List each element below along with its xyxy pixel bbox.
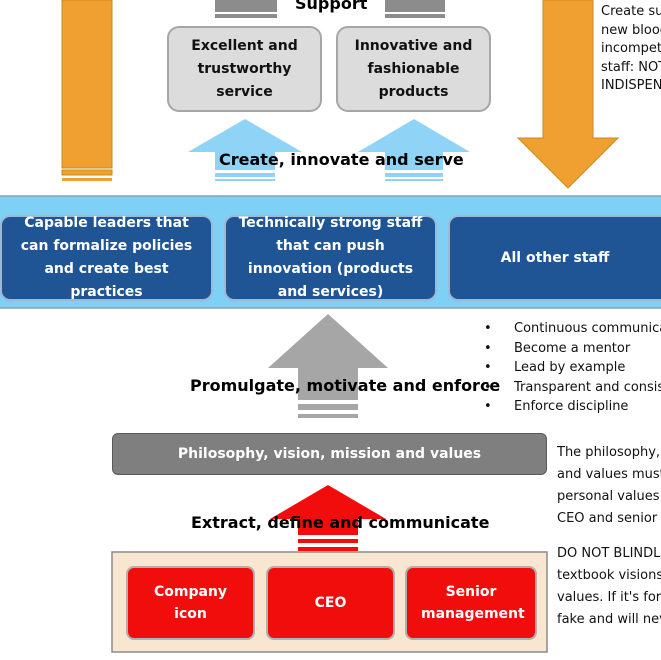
- philosophy-note-line: and values must: [557, 467, 661, 482]
- box-ceo-text: CEO: [314, 595, 347, 611]
- light-blue-up-arrow-left-stripe-2: [215, 179, 275, 181]
- bullet-item: Lead by example: [484, 358, 661, 378]
- bullet-item: Transparent and consis: [484, 378, 661, 398]
- top-side-note-line: incompete: [601, 41, 661, 56]
- box-other-staff-text: All other staff: [500, 249, 610, 266]
- red-up-arrow-stripe-2: [298, 547, 358, 551]
- bullet-item: Enforce discipline: [484, 397, 661, 417]
- middle-bullet-list: Continuous communica Become a mentor Lea…: [484, 319, 661, 417]
- create-innovate-serve-label: Create, innovate and serve: [219, 150, 464, 169]
- philosophy-note-line: personal values o: [557, 489, 661, 504]
- top-side-note-line: staff: NOT: [601, 59, 661, 75]
- box-technical-staff: Technically strong staff that can push i…: [224, 215, 437, 301]
- box-company-icon-text: Company icon: [153, 584, 228, 622]
- grey-up-arrow-stripe: [298, 404, 358, 410]
- bottom-note-line: fake and will nev: [557, 612, 661, 627]
- box-innovative-products: Innovative and fashionable products: [336, 26, 491, 112]
- box-company-icon: Company icon: [126, 566, 255, 640]
- box-senior-management: Senior management: [405, 566, 537, 640]
- red-up-arrow: [270, 485, 386, 535]
- box-technical-staff-text: Technically strong staff that can push i…: [238, 215, 423, 300]
- light-blue-up-arrow-left: [188, 119, 302, 170]
- bottom-note-line: DO NOT BLINDL: [557, 546, 661, 561]
- philosophy-note-line: CEO and senior r: [557, 511, 661, 526]
- red-up-arrow-stripe: [298, 539, 358, 543]
- box-capable-leaders-text: Capable leaders that can formalize polic…: [20, 215, 193, 300]
- extract-define-label: Extract, define and communicate: [191, 513, 490, 532]
- grey-up-arrow: [268, 314, 388, 400]
- support-stripe-left-2: [215, 14, 277, 18]
- right-orange-down-arrow: [516, 0, 620, 189]
- bullet-item: Become a mentor: [484, 339, 661, 359]
- support-stripe-right-2: [385, 14, 445, 18]
- light-blue-up-arrow-right-stripe: [385, 173, 443, 177]
- top-side-note-line: Create su: [601, 4, 661, 19]
- box-innovative-products-text: Innovative and fashionable products: [354, 37, 473, 100]
- box-ceo: CEO: [266, 566, 395, 640]
- box-senior-management-text: Senior management: [421, 584, 525, 622]
- support-stripe-left: [215, 0, 277, 12]
- grey-up-arrow-stripe-2: [298, 414, 358, 418]
- box-capable-leaders: Capable leaders that can formalize polic…: [0, 215, 213, 301]
- left-orange-arrow-stripe-2: [62, 178, 112, 181]
- left-orange-arrow: [61, 0, 113, 169]
- bullet-item: Continuous communica: [484, 319, 661, 339]
- bottom-note-line: textbook visions: [557, 568, 661, 583]
- light-blue-up-arrow-right: [358, 119, 470, 170]
- support-stripe-right: [385, 0, 445, 12]
- light-blue-up-arrow-right-stripe-2: [385, 179, 443, 181]
- top-side-note: Create su new blood incompete staff: NOT…: [601, 3, 661, 96]
- left-orange-arrow-stripe: [61, 169, 113, 176]
- top-side-note-line: new blood: [601, 22, 661, 38]
- philosophy-bar-text: Philosophy, vision, mission and values: [177, 446, 482, 462]
- light-blue-up-arrow-left-stripe: [215, 173, 275, 177]
- bottom-note-line: values. If it's fore: [557, 590, 661, 605]
- support-label: Support: [295, 0, 368, 13]
- philosophy-note: The philosophy, and values must personal…: [557, 442, 661, 530]
- philosophy-bar: Philosophy, vision, mission and values: [112, 433, 547, 475]
- philosophy-note-line: The philosophy,: [557, 445, 661, 460]
- box-excellent-service: Excellent and trustworthy service: [167, 26, 322, 112]
- bottom-note: DO NOT BLINDL textbook visions values. I…: [557, 543, 661, 631]
- box-excellent-service-text: Excellent and trustworthy service: [191, 37, 298, 100]
- top-side-note-line: INDISPEN: [601, 78, 661, 93]
- box-other-staff: All other staff: [448, 215, 661, 301]
- promulgate-label: Promulgate, motivate and enforce: [190, 376, 501, 395]
